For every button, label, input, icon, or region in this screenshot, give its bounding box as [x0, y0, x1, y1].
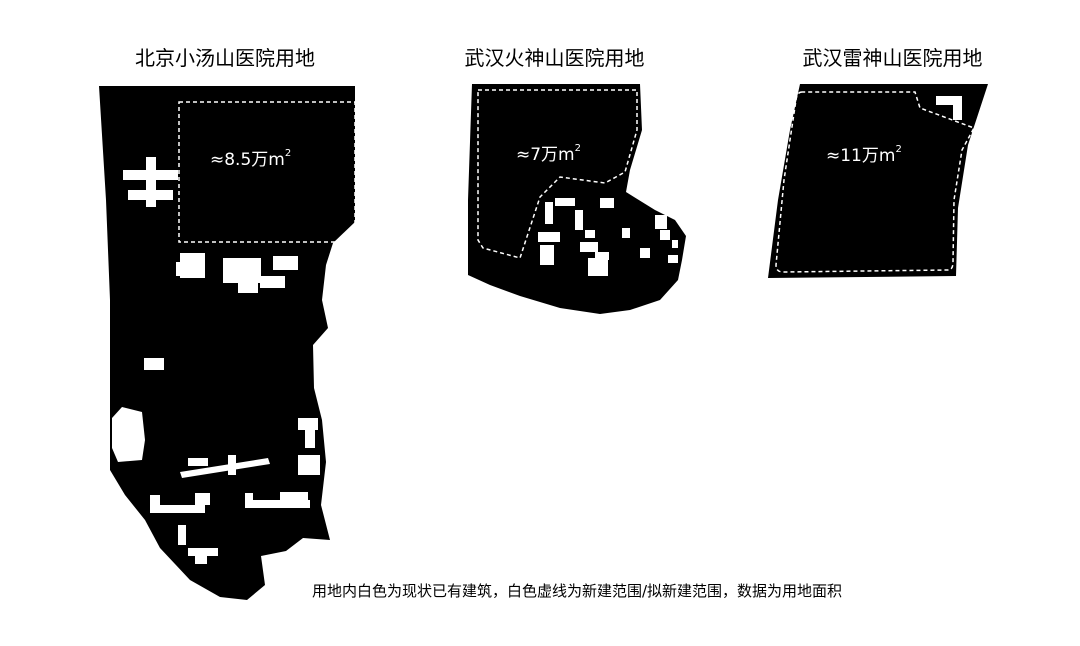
xiaotangshan-existing-buildings	[112, 157, 320, 564]
area-value: ≈7万m	[516, 145, 575, 165]
leishenshan-site-footprint	[768, 84, 988, 278]
xiaotangshan-new-boundary	[178, 101, 356, 243]
huoshenshan-existing-buildings	[538, 198, 678, 276]
huoshenshan-new-boundary	[477, 89, 638, 259]
area-value: ≈11万m	[826, 146, 896, 166]
site-title-leishenshan: 武汉雷神山医院用地	[802, 46, 983, 70]
xiaotangshan-site	[99, 86, 356, 600]
area-unit-exponent: 2	[574, 143, 581, 155]
area-label-xiaotangshan: ≈8.5万m2	[210, 145, 291, 170]
area-value: ≈8.5万m	[210, 150, 285, 170]
leishenshan-site	[768, 84, 988, 278]
site-title-xiaotangshan: 北京小汤山医院用地	[135, 46, 315, 70]
leishenshan-existing-building	[936, 96, 962, 120]
xiaotangshan-site-footprint	[99, 86, 355, 600]
area-label-leishenshan: ≈11万m2	[826, 141, 902, 166]
site-title-huoshenshan: 武汉火神山医院用地	[464, 46, 645, 70]
huoshenshan-site	[468, 84, 686, 314]
area-unit-exponent: 2	[895, 144, 902, 156]
legend-caption: 用地内白色为现状已有建筑，白色虚线为新建范围/拟新建范围，数据为用地面积	[312, 582, 843, 600]
area-unit-exponent: 2	[284, 148, 292, 160]
area-label-huoshenshan: ≈7万m2	[516, 140, 581, 165]
huoshenshan-site-footprint	[468, 84, 686, 314]
